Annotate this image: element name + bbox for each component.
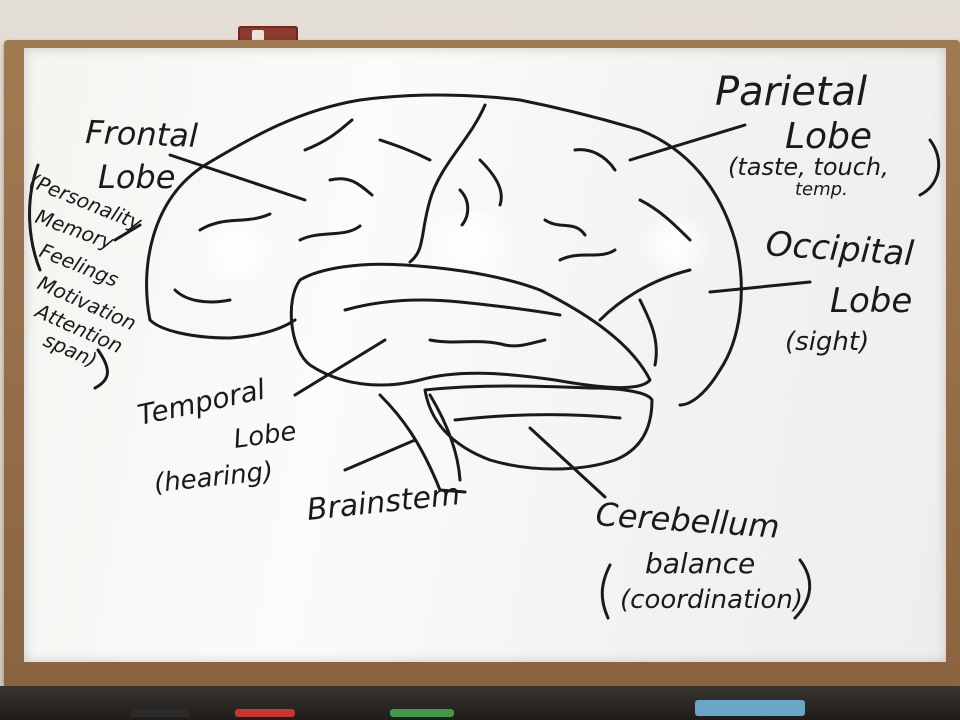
brainstem-label: Brainstem <box>305 477 462 528</box>
frontal-title: Frontal <box>85 113 199 155</box>
brainstem-right <box>428 393 462 482</box>
pointer-cerebellum <box>528 426 607 499</box>
cerebellum-note-1: balance <box>645 547 755 580</box>
temporal-lobe-outline <box>289 262 652 390</box>
pointer-frontal-notes <box>113 223 142 242</box>
pointer-occipital <box>708 280 812 294</box>
frontal-base <box>148 318 297 340</box>
occipital-subtitle: Lobe <box>830 281 912 321</box>
marker-black[interactable] <box>130 709 190 717</box>
pointer-temporal <box>293 338 387 397</box>
occipital-fold <box>598 268 692 322</box>
cerebrum-outline <box>145 93 743 407</box>
parietal-note-2: temp. <box>795 179 848 200</box>
pointer-parietal <box>628 123 747 162</box>
whiteboard-surface <box>24 48 946 662</box>
cerebellum-note-2: (coordination) <box>620 585 803 615</box>
occipital-note: (sight) <box>785 327 869 357</box>
temporal-note: (hearing) <box>153 457 275 499</box>
parietal-note-1: (taste, touch, <box>728 153 889 181</box>
pointer-frontal <box>168 153 307 202</box>
marker-red[interactable] <box>235 709 295 717</box>
cerebellum-title: Cerebellum <box>594 495 780 546</box>
brainstem-left <box>378 393 467 494</box>
parietal-title: Parietal <box>715 69 867 115</box>
temporal-subtitle: Lobe <box>232 416 298 454</box>
parietal-subtitle: Lobe <box>785 116 872 157</box>
frontal-subtitle: Lobe <box>98 158 175 196</box>
cerebellum-outline <box>423 384 654 471</box>
occipital-title: Occipital <box>764 224 915 274</box>
temporal-fold <box>343 298 562 317</box>
marker-blue[interactable] <box>695 700 805 716</box>
pointer-brainstem <box>343 438 417 472</box>
central-sulcus <box>408 103 487 264</box>
cerebellum-line <box>453 413 622 422</box>
marker-green[interactable] <box>390 709 454 717</box>
